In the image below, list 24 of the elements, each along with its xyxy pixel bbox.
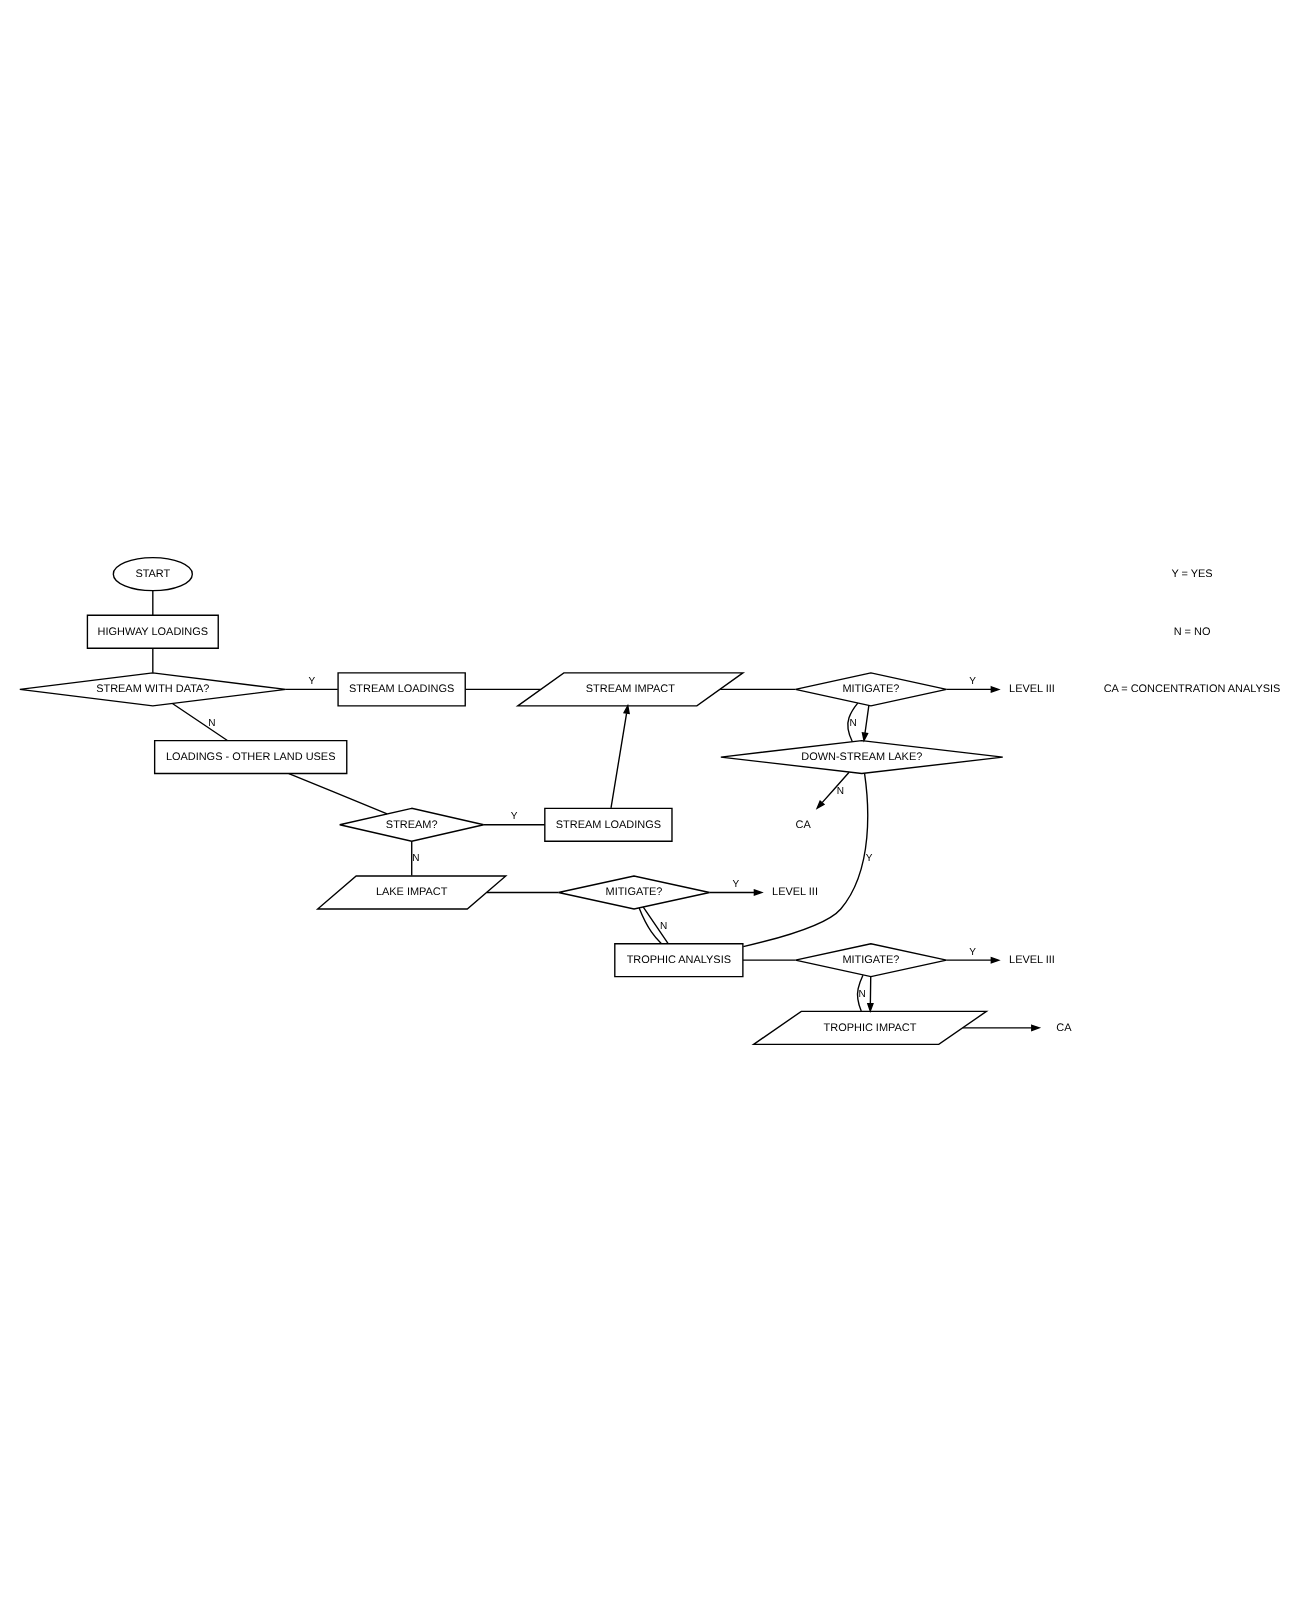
- arrow: [866, 976, 874, 1014]
- connector: [638, 907, 662, 945]
- arrow: [945, 956, 1001, 964]
- connector: [483, 824, 546, 826]
- arrow: [815, 771, 850, 810]
- connector: [742, 772, 869, 948]
- arrow: [610, 703, 630, 809]
- connector: [719, 688, 796, 691]
- connector: [486, 891, 560, 894]
- connector: [847, 702, 859, 743]
- arrow: [945, 685, 1001, 693]
- connector: [464, 688, 542, 691]
- connector: [411, 840, 413, 877]
- arrow: [962, 1024, 1042, 1032]
- arrow: [708, 888, 764, 896]
- connector: [152, 590, 154, 616]
- connector: [856, 974, 864, 1012]
- connector: [171, 702, 229, 742]
- connector: [642, 906, 669, 945]
- connector: [285, 688, 339, 691]
- connector: [742, 959, 796, 961]
- connector: [288, 772, 388, 815]
- connector: [152, 647, 154, 674]
- arrow: [861, 704, 870, 743]
